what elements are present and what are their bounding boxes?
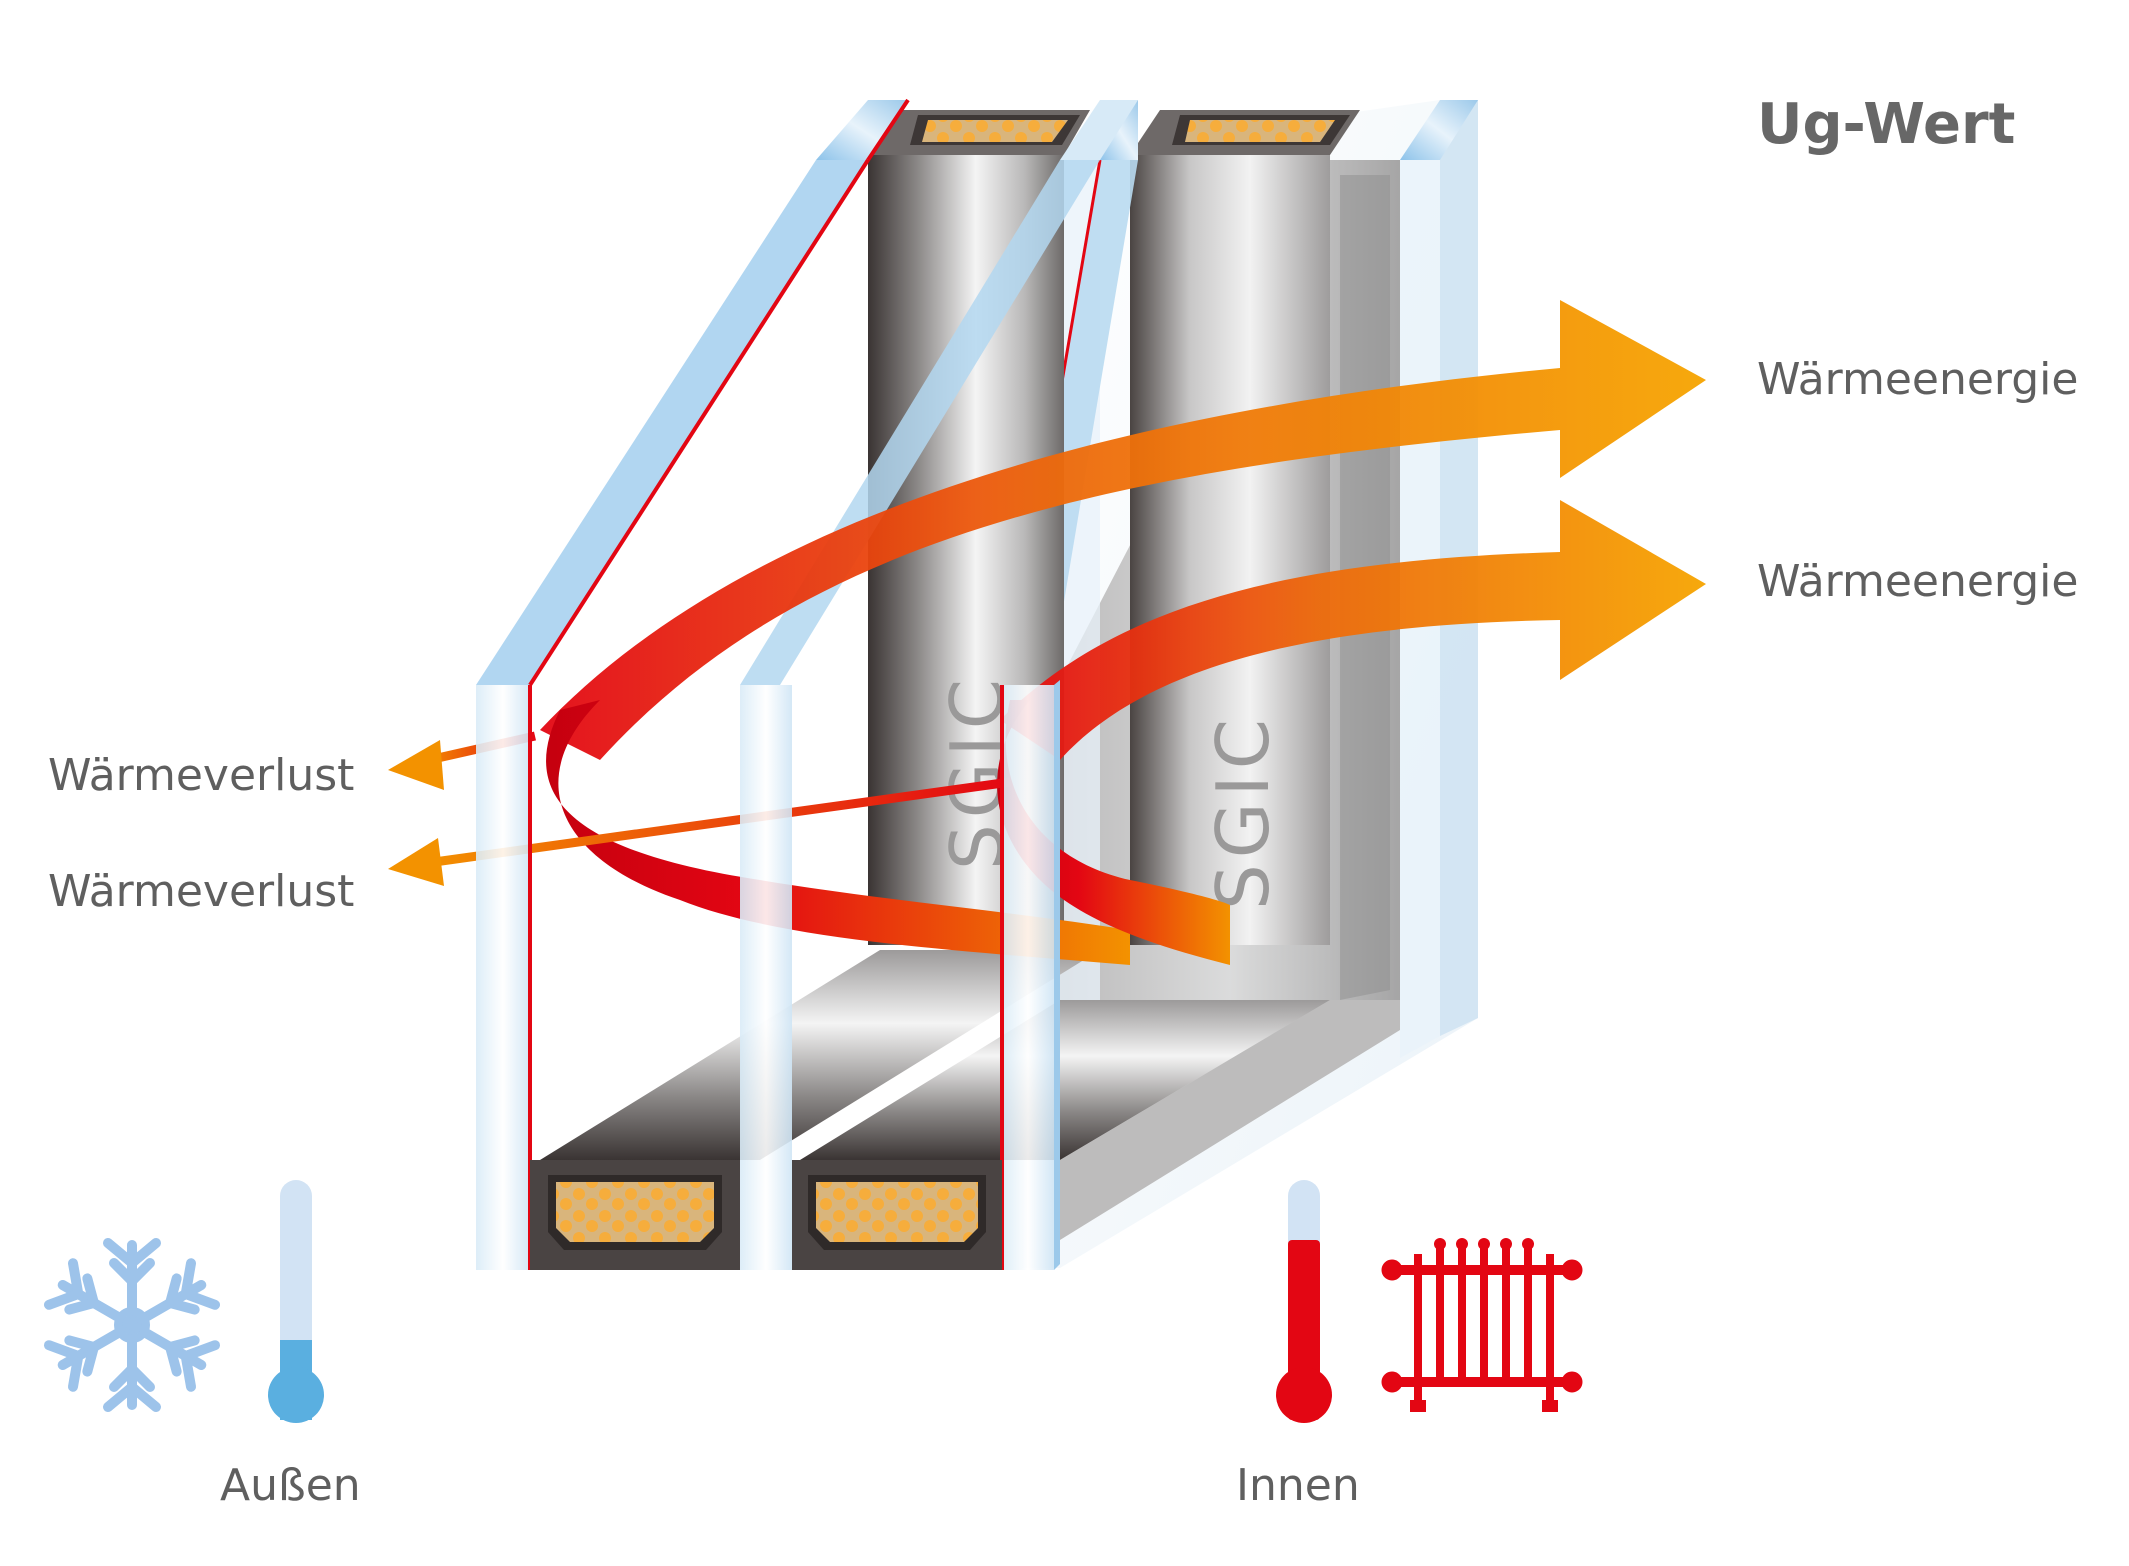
spacer-brand-rear: SGIC [1201,713,1285,910]
spacer-section-middle [792,1160,1002,1270]
pane-front-faces [476,680,1060,1270]
label-loss-top: Wärmeverlust [48,750,355,801]
heat-energy-arrow-top [540,300,1706,760]
label-energy-top: Wärmeenergie [1757,354,2079,405]
snowflake-icon [43,1238,221,1412]
label-outside: Außen [220,1460,361,1511]
bottom-spacers [540,950,1400,1240]
radiator-icon [1381,1238,1583,1412]
label-inside: Innen [1236,1460,1360,1511]
heat-energy-arrow-bottom [1000,500,1706,760]
warm-thermometer-icon [1276,1180,1332,1423]
diagram-title: Ug-Wert [1757,92,2016,157]
label-energy-bottom: Wärmeenergie [1757,556,2079,607]
spacer-bar-rear [1130,110,1360,945]
heat-swirl-front [546,700,1130,965]
heat-swirl-rear [997,700,1230,965]
outer-glass-pane [476,98,910,687]
label-loss-bottom: Wärmeverlust [48,866,355,917]
spacer-section-front [530,1160,740,1270]
cold-thermometer-icon [268,1180,324,1423]
